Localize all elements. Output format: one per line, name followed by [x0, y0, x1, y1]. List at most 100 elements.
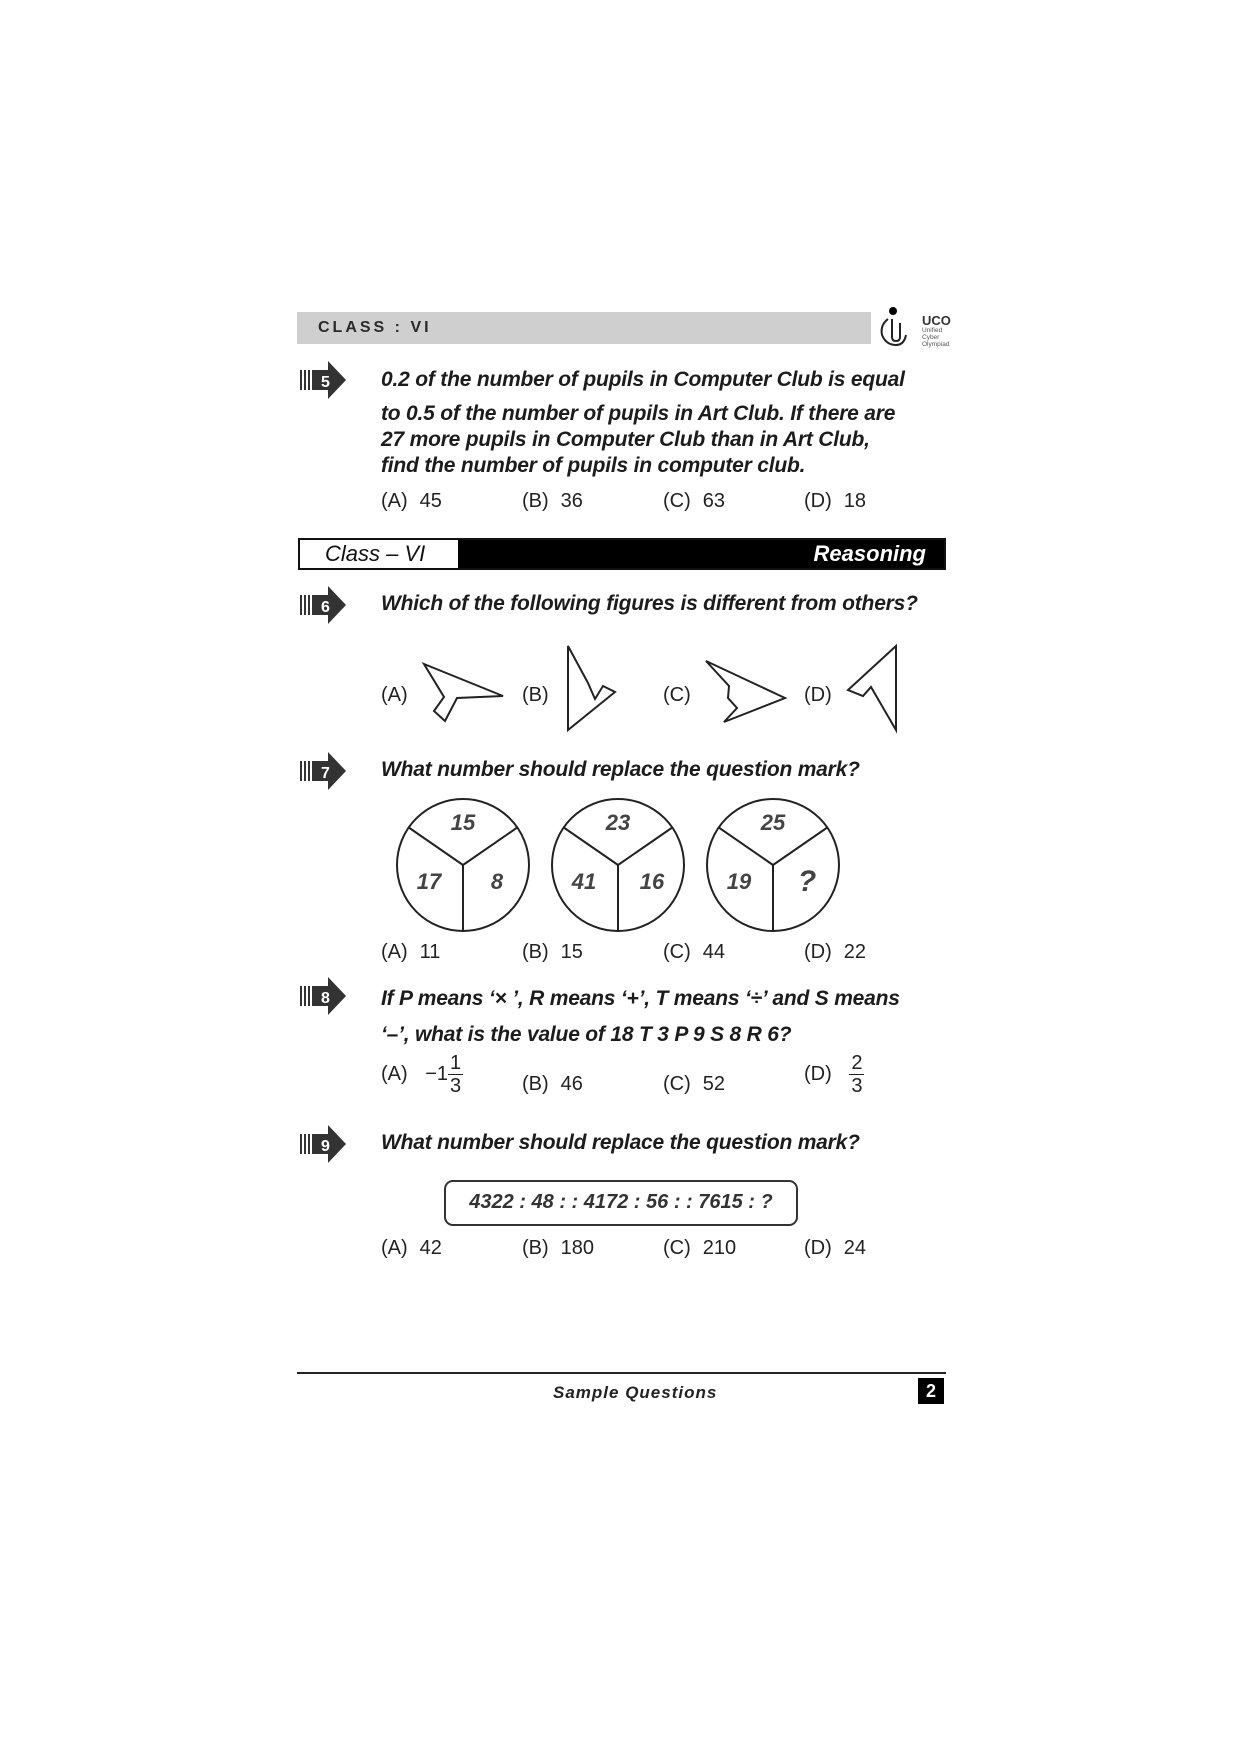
logo-subtitle: Unified Cyber Olympiad	[922, 327, 949, 348]
question-6-option-c-label[interactable]: (C)	[663, 684, 691, 706]
question-7-option-d[interactable]: (D) 22	[804, 941, 866, 964]
section-left-panel	[300, 540, 458, 568]
logo-sub-line-3: Olympiad	[922, 341, 950, 348]
question-5-line: 27 more pupils in Computer Club than in …	[381, 428, 870, 451]
question-5-marker-icon: 5	[300, 361, 346, 399]
circle-3-right: ?	[798, 865, 816, 898]
question-5-option-b[interactable]: (B)36	[522, 490, 583, 513]
option-value: 180	[560, 1237, 595, 1259]
question-7-number: 7	[321, 765, 330, 782]
logo-name: UCO	[922, 313, 951, 328]
question-8-line: ‘–’, what is the value of 18 T 3 P 9 S 8…	[381, 1023, 792, 1046]
question-9-option-b[interactable]: (B) 180	[522, 1237, 594, 1260]
circle-2-left: 41	[571, 869, 596, 894]
option-value: 22	[843, 941, 867, 963]
option-value: 11	[419, 941, 441, 963]
footer-label: Sample Questions	[553, 1383, 718, 1402]
figure-a-icon[interactable]	[418, 655, 508, 725]
circle-2-top: 23	[605, 810, 630, 835]
option-label: (D)	[804, 1237, 832, 1259]
section-subject-label: Reasoning	[813, 541, 926, 566]
figure-c-icon[interactable]	[700, 655, 790, 730]
option-label: (D)	[804, 1063, 832, 1085]
option-value: 42	[419, 1237, 442, 1259]
number-circles-figure: 15 17 8 23 41 16 25 19 ?	[396, 798, 840, 932]
option-label: (C)	[663, 490, 691, 512]
question-7-option-b[interactable]: (B)15	[522, 941, 583, 964]
option-label: (C)	[663, 941, 691, 963]
question-5-line: to 0.5 of the number of pupils in Art Cl…	[381, 402, 896, 425]
option-label: (D)	[804, 941, 832, 963]
section-class-label: Class – VI	[325, 541, 426, 566]
option-label: (B)	[522, 1237, 549, 1259]
circle-3-top: 25	[760, 810, 786, 835]
option-label: (C)	[663, 1237, 691, 1259]
question-7-option-a[interactable]: (A) 11	[381, 941, 440, 964]
option-label: (A)	[381, 490, 408, 512]
question-8-text: If P means ‘× ’, R means ‘+’, T means ‘÷…	[381, 981, 951, 1053]
circle-2-right: 16	[640, 869, 665, 894]
question-9-number: 9	[321, 1138, 330, 1155]
question-5-option-d[interactable]: (D) 18	[804, 490, 866, 513]
question-5-option-c[interactable]: (C) 63	[663, 490, 725, 513]
option-value: 52	[702, 1073, 726, 1095]
number-circle-2: 23 41 16	[551, 798, 685, 932]
question-9-text: What number should replace the question …	[381, 1131, 860, 1154]
fraction-denominator: 3	[450, 1075, 462, 1097]
option-label: (D)	[804, 490, 832, 512]
option-label: (A)	[381, 1063, 408, 1085]
question-6-option-a-label[interactable]: (A)	[381, 684, 408, 706]
question-6-option-d-label[interactable]: (D)	[804, 684, 832, 706]
circle-1-right: 8	[491, 869, 504, 894]
option-label: (B)	[522, 1073, 549, 1095]
question-9-marker-icon: 9	[300, 1125, 346, 1163]
question-6-marker-icon: 6	[300, 586, 346, 624]
option-value: 45	[419, 490, 442, 512]
question-8-option-c[interactable]: (C) 52	[663, 1073, 725, 1096]
number-circle-3: 25 19 ?	[706, 798, 840, 932]
fraction-numerator: 2	[849, 1052, 865, 1075]
question-8-line: If P means ‘× ’, R means ‘+’, T means ‘÷…	[381, 987, 900, 1010]
question-8-number: 8	[321, 990, 330, 1007]
ratio-expression: 4322 : 48 : : 4172 : 56 : : 7615 : ?	[469, 1191, 773, 1213]
figure-d-icon[interactable]	[843, 640, 903, 735]
question-8-marker-icon: 8	[300, 977, 346, 1015]
question-8-option-b[interactable]: (B) 46	[522, 1073, 583, 1096]
logo-sub-line-1: Unified	[922, 327, 943, 334]
figure-b-icon[interactable]	[558, 640, 628, 735]
question-9-option-d[interactable]: (D)24	[804, 1237, 866, 1260]
class-header-bar	[297, 312, 871, 344]
question-7-option-c[interactable]: (C) 44	[663, 941, 725, 964]
fraction-numerator: 1	[448, 1052, 464, 1075]
question-6-number: 6	[321, 599, 330, 616]
option-value: 18	[843, 490, 867, 512]
question-7-marker-icon: 7	[300, 752, 346, 790]
footer-rule	[297, 1372, 946, 1374]
number-circle-1: 15 17 8	[396, 798, 530, 932]
uco-logo-icon	[880, 307, 907, 347]
option-label: (A)	[381, 941, 408, 963]
option-value: 210	[702, 1237, 737, 1259]
question-9-option-a[interactable]: (A)42	[381, 1237, 442, 1260]
option-value: 15	[560, 941, 583, 963]
fraction-denominator: 3	[851, 1075, 863, 1097]
question-5-line: 0.2 of the number of pupils in Computer …	[381, 368, 905, 391]
class-header-label: CLASS : VI	[318, 319, 432, 336]
question-6-option-b-label[interactable]: (B)	[522, 684, 549, 706]
circle-1-top: 15	[451, 810, 476, 835]
question-5-text: 0.2 of the number of pupils in Computer …	[381, 367, 951, 479]
option-value: 46	[560, 1073, 583, 1095]
option-label: (C)	[663, 1073, 691, 1095]
question-5-number: 5	[321, 374, 330, 391]
question-5-option-a[interactable]: (A) 45	[381, 490, 442, 513]
logo-sub-line-2: Cyber	[922, 334, 940, 341]
circle-3-left: 19	[727, 869, 752, 894]
question-9-option-c[interactable]: (C) 210	[663, 1237, 736, 1260]
option-value: 44	[702, 941, 726, 963]
option-value: 63	[702, 490, 726, 512]
option-value: 36	[560, 490, 583, 512]
